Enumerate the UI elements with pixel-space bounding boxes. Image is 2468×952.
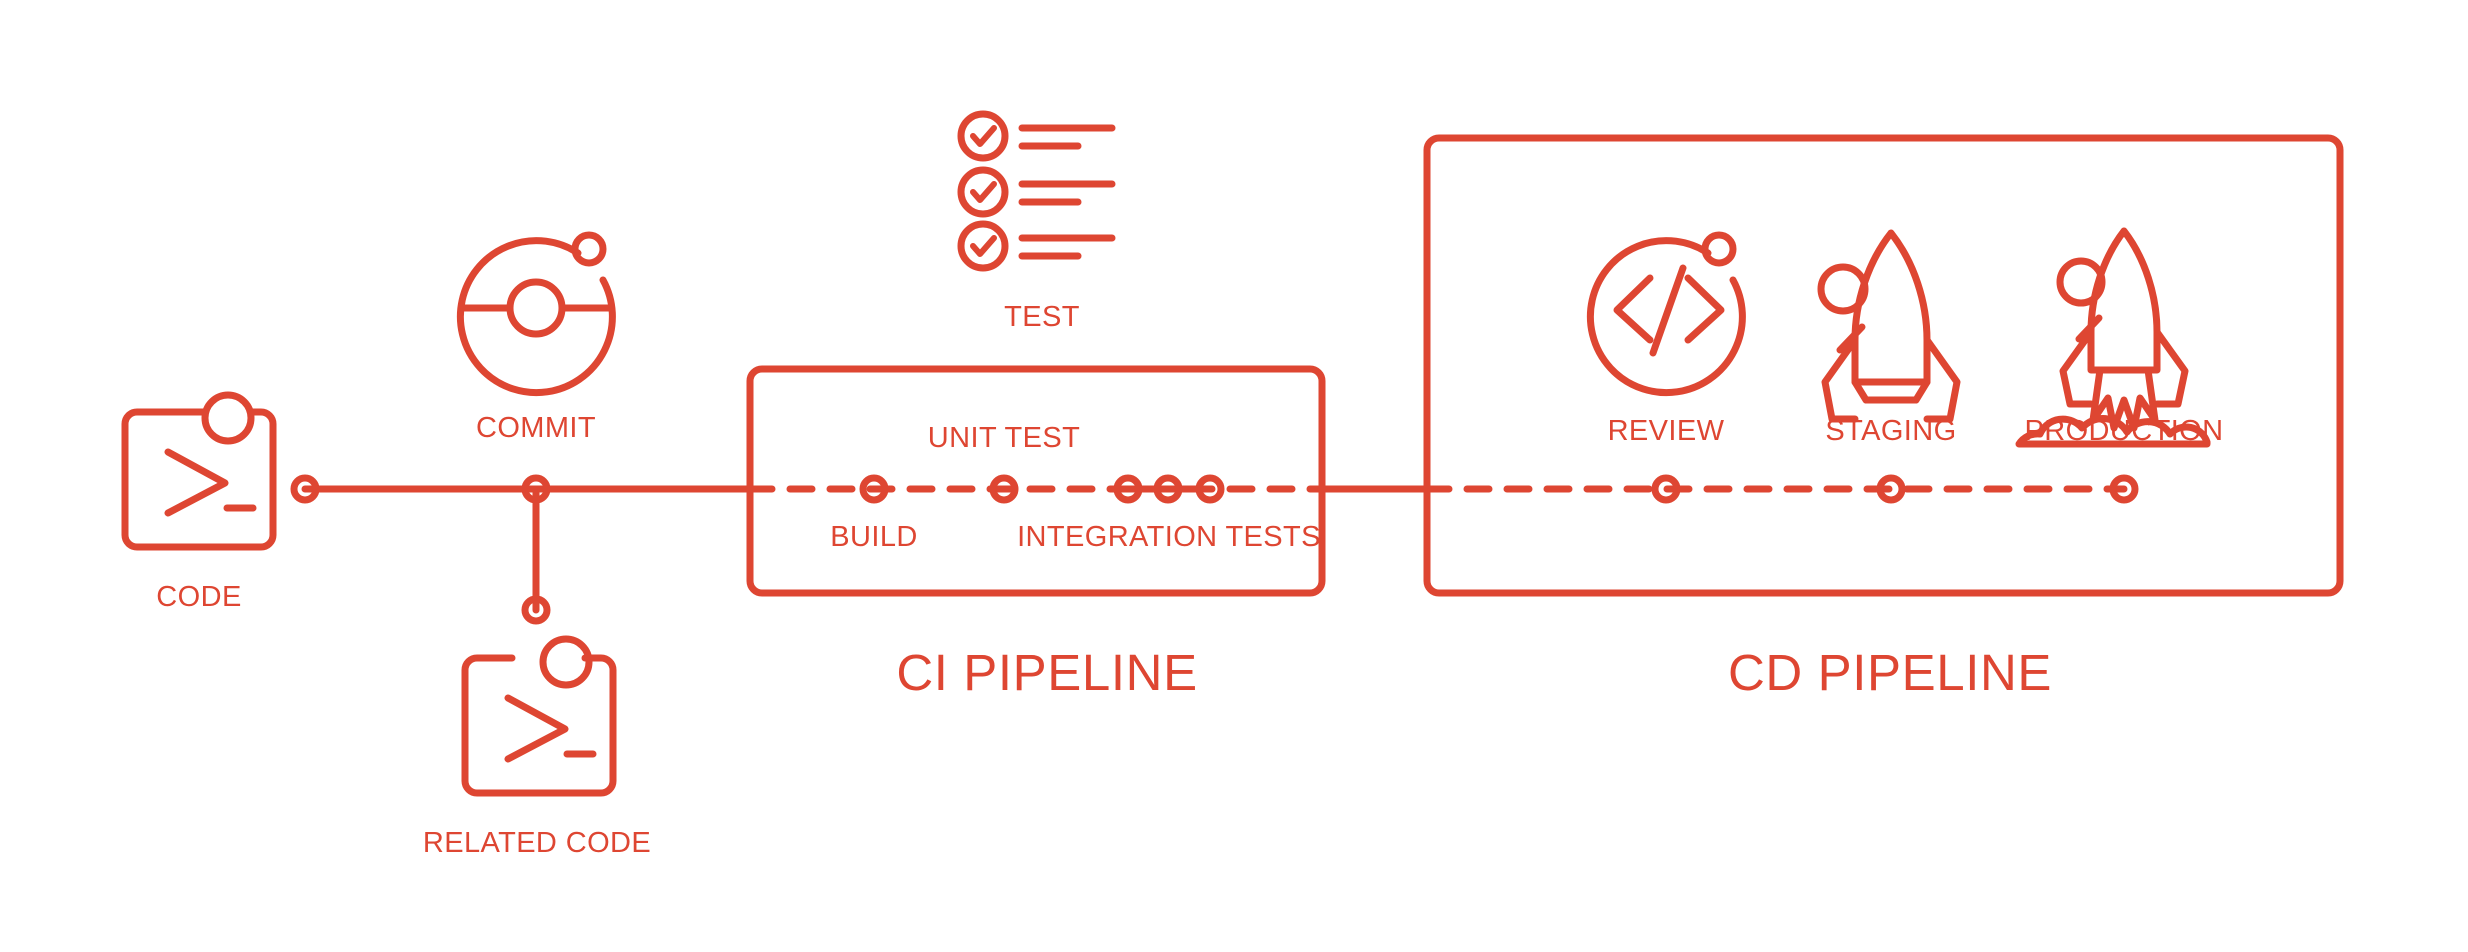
build-label: BUILD <box>830 521 917 553</box>
node-staging[interactable] <box>1876 474 1906 504</box>
node-commit[interactable] <box>521 474 551 504</box>
ci-pipeline-title: CI PIPELINE <box>896 644 1197 701</box>
review-label: REVIEW <box>1608 415 1725 447</box>
node-code-endpoint[interactable] <box>290 474 320 504</box>
node-integration-test-3[interactable] <box>1195 474 1225 504</box>
node-build[interactable] <box>859 474 889 504</box>
commit-label: COMMIT <box>476 412 596 444</box>
rocket-launch-icon <box>2015 227 2211 448</box>
checklist-icon <box>957 110 1116 272</box>
related-code-terminal-icon <box>461 635 617 797</box>
node-review[interactable] <box>1651 474 1681 504</box>
code-review-circle-icon <box>1586 231 1746 397</box>
integration-tests-label: INTEGRATION TESTS <box>1017 521 1321 553</box>
cd-pipeline-box <box>1423 134 2344 597</box>
rocket-icon <box>1817 229 1961 423</box>
test-label: TEST <box>1004 301 1080 333</box>
cd-pipeline-title: CD PIPELINE <box>1728 644 2052 701</box>
related-code-label: RELATED CODE <box>423 827 651 859</box>
node-related-code-endpoint[interactable] <box>521 595 551 625</box>
staging-label: STAGING <box>1825 415 1956 447</box>
commit-node-icon <box>456 231 616 397</box>
node-integration-test-2[interactable] <box>1153 474 1183 504</box>
node-unit-test[interactable] <box>989 474 1019 504</box>
node-integration-test-1[interactable] <box>1113 474 1143 504</box>
production-label: PRODUCTION <box>2025 415 2224 447</box>
node-production[interactable] <box>2109 474 2139 504</box>
unit-test-label: UNIT TEST <box>928 422 1080 454</box>
code-terminal-icon <box>121 391 277 551</box>
code-label: CODE <box>156 581 241 613</box>
ci-pipeline-box <box>746 365 1326 597</box>
